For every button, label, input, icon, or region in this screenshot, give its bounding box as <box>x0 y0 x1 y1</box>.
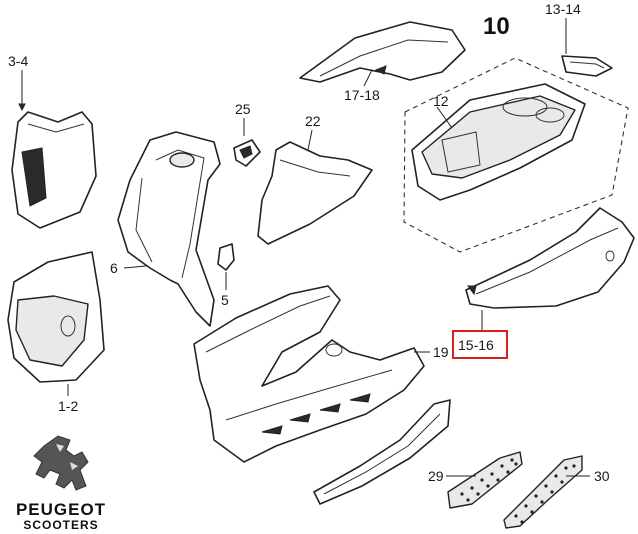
part-22-lower-cover[interactable] <box>257 129 373 245</box>
part-30-footrest-mat-right[interactable] <box>503 455 590 529</box>
label-29: 29 <box>428 468 444 484</box>
part-12-storage-tub[interactable] <box>411 83 586 201</box>
label-22: 22 <box>305 113 321 129</box>
label-17-18: 17-18 <box>344 87 380 103</box>
label-5: 5 <box>221 292 229 308</box>
label-10: 10 <box>483 13 510 40</box>
label-6: 6 <box>110 260 118 276</box>
brand-name: PEUGEOT <box>15 500 107 519</box>
part-15-16-rear-side-panel[interactable] <box>465 207 635 330</box>
label-15-16: 15-16 <box>458 337 494 353</box>
label-25: 25 <box>235 101 251 117</box>
highlight-box-15-16 <box>452 330 508 359</box>
peugeot-lion-logo <box>33 435 89 491</box>
part-1-2-front-panel[interactable] <box>7 251 105 396</box>
label-12: 12 <box>433 93 449 109</box>
label-19: 19 <box>433 344 449 360</box>
part-3-4-front-shield[interactable] <box>11 70 97 229</box>
part-6-legshield-frame[interactable] <box>117 131 221 327</box>
label-1-2: 1-2 <box>58 398 78 414</box>
part-lower-side-skirt[interactable] <box>313 399 451 505</box>
part-17-18-rear-fairing[interactable] <box>299 21 466 87</box>
part-19-floor-panel[interactable] <box>193 285 430 463</box>
label-3-4: 3-4 <box>8 53 28 69</box>
label-30: 30 <box>594 468 610 484</box>
part-29-footrest-mat-left[interactable] <box>446 451 523 509</box>
part-10-dashed-outline <box>403 57 629 253</box>
part-13-14-cover-plate[interactable] <box>561 18 613 77</box>
part-5-clip[interactable] <box>217 243 235 290</box>
label-13-14: 13-14 <box>545 1 581 17</box>
brand-subtitle: SCOOTERS <box>23 518 99 532</box>
part-25-bracket[interactable] <box>233 118 261 167</box>
